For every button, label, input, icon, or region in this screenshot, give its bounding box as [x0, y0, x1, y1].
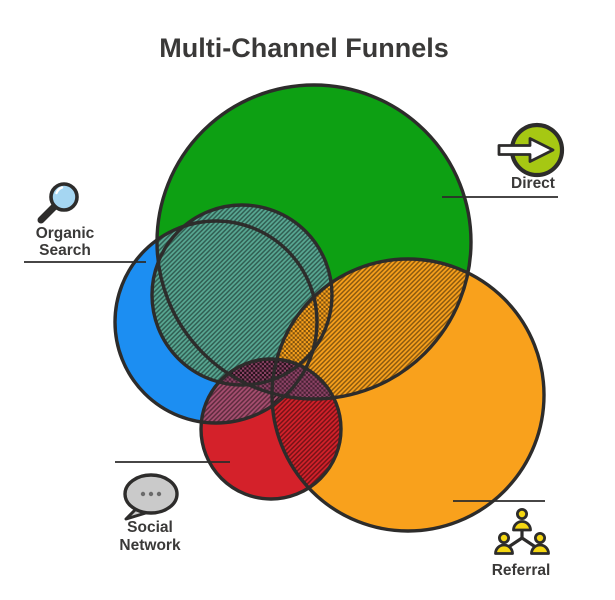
outline-direct — [155, 83, 473, 401]
pointer-lines — [24, 196, 558, 502]
organic-search-label-line1: Organic — [36, 225, 95, 242]
direct-icon — [497, 122, 565, 178]
speech-bubble-dots — [140, 491, 162, 497]
referral-icon-connectors — [505, 527, 539, 550]
search-icon — [37, 182, 79, 224]
organic-search-label-line2: Search — [39, 242, 91, 259]
outline-referral — [270, 257, 546, 533]
social-network-label-line2: Network — [119, 537, 181, 554]
search-icon-handle — [37, 203, 58, 224]
referral-label: Referral — [492, 562, 551, 579]
referral-icon-figures — [494, 507, 550, 555]
search-icon-glint — [55, 186, 64, 195]
referral-people-icon — [494, 507, 550, 555]
outline-organic-search — [113, 219, 319, 425]
page-title: Multi-Channel Funnels — [159, 33, 449, 63]
search-icon-lens — [49, 182, 79, 212]
direct-arrow-icon — [497, 137, 555, 163]
circle-outlines — [113, 83, 546, 533]
overlap-center-orange-checker — [272, 259, 332, 385]
outline-social-network — [199, 357, 343, 501]
outline-overlap-center — [150, 203, 334, 387]
speech-bubble-icon — [123, 473, 179, 521]
direct-label: Direct — [511, 175, 555, 192]
social-network-label-line1: Social — [127, 519, 173, 536]
